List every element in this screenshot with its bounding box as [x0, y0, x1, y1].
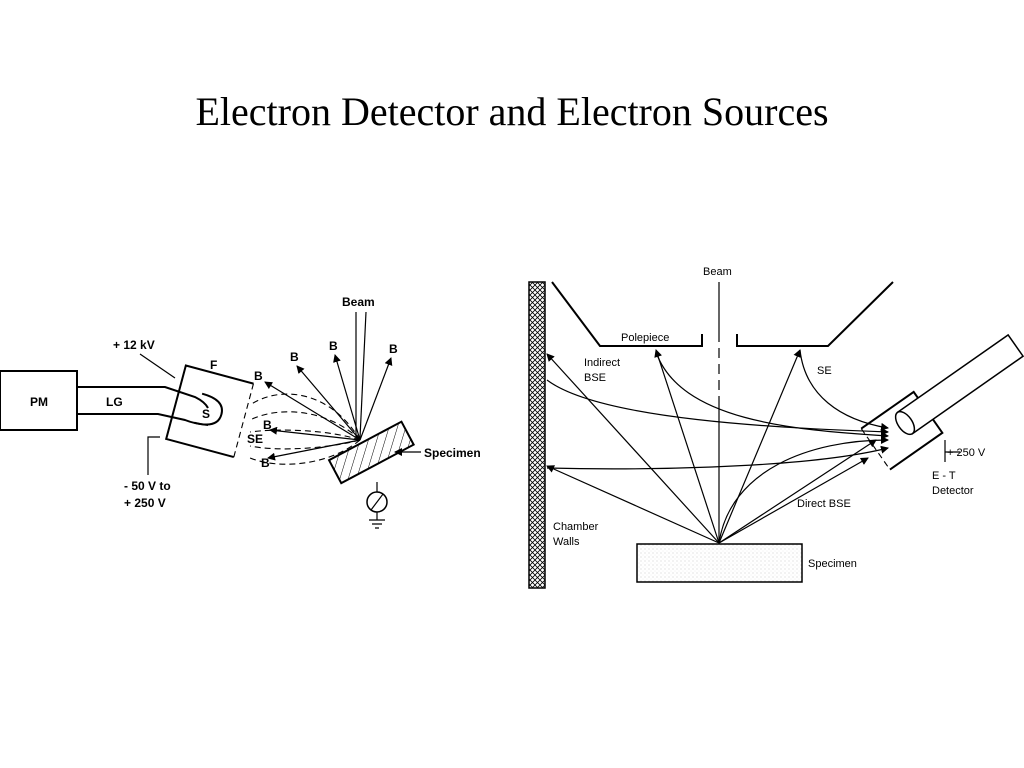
et-voltage-leader [944, 440, 960, 462]
se-path-1 [249, 393, 361, 441]
se-path-5 [249, 439, 361, 465]
se-label: SE [247, 432, 263, 446]
b-label-4: B [254, 369, 263, 383]
indirect-bse-ray-3 [546, 465, 720, 544]
photomultiplier-box [0, 370, 78, 431]
se-curve-2 [655, 351, 889, 440]
et-label-2: Detector [932, 485, 974, 497]
faraday-label: F [210, 358, 217, 372]
voltage-top-leader [139, 353, 176, 379]
b-label-5: B [263, 418, 272, 432]
bse-ray-5 [269, 426, 361, 441]
indirect-bse-ray-2 [654, 349, 720, 544]
bse-ray-2 [333, 354, 361, 441]
left-diagram: PM LG S F + 12 kV - 50 V to + 250 V Beam… [0, 295, 481, 529]
beam-line-2 [359, 311, 367, 439]
et-light-pipe-end [894, 410, 916, 436]
page-title: Electron Detector and Electron Sources [195, 89, 829, 134]
left-specimen-label: Specimen [424, 446, 481, 460]
pm-label: PM [30, 395, 48, 409]
et-label-1: E - T [932, 470, 956, 482]
chamber-wall [528, 281, 546, 589]
right-se-label: SE [817, 365, 832, 377]
indirect-bse-ray-1 [546, 353, 720, 544]
se-curve-5 [718, 436, 889, 544]
et-detector-grid [860, 428, 891, 470]
voltage-top-label: + 12 kV [113, 338, 155, 352]
polepiece-right [736, 281, 894, 347]
se-path-4 [249, 439, 361, 450]
right-specimen-label: Specimen [808, 558, 857, 570]
b-label-3: B [389, 342, 398, 356]
b-label-2: B [329, 339, 338, 353]
se-curve-1 [546, 379, 889, 436]
scintillator-label: S [202, 407, 210, 421]
lg-label: LG [106, 395, 123, 409]
se-path-3 [249, 429, 361, 441]
indirect-bse-label-1: Indirect [584, 357, 620, 369]
faraday-cage [164, 364, 254, 459]
polepiece-label: Polepiece [621, 332, 669, 344]
se-curve-3 [546, 445, 889, 470]
right-diagram: Chamber Walls Polepiece Beam Specimen In… [528, 266, 1024, 589]
beam-label: Beam [342, 295, 375, 309]
se-curve-4 [799, 349, 889, 431]
left-specimen [327, 420, 416, 485]
ammeter-needle [370, 493, 384, 511]
polepiece-left [551, 281, 703, 347]
b-label-1: B [290, 350, 299, 364]
b-label-6: B [261, 456, 270, 470]
scintillator [194, 392, 223, 426]
right-specimen [636, 543, 803, 583]
light-guide [77, 386, 209, 426]
voltage-bottom-label-2: + 250 V [124, 496, 166, 510]
ground-icon [369, 519, 385, 529]
bse-ray-3 [359, 357, 393, 441]
voltage-bottom-label-1: - 50 V to [124, 479, 171, 493]
se-path-2 [249, 411, 361, 441]
direct-bse-ray-2 [718, 457, 869, 544]
direct-bse-ray-1 [718, 439, 877, 544]
indirect-bse-ray-4 [718, 349, 801, 544]
indirect-bse-label-2: BSE [584, 372, 606, 384]
faraday-grid [233, 383, 255, 458]
direct-bse-label: Direct BSE [797, 498, 851, 510]
right-beam-label: Beam [703, 266, 732, 278]
voltage-bottom-leader [147, 436, 160, 475]
et-light-pipe [896, 333, 1024, 435]
chamber-label-2: Walls [553, 536, 580, 548]
bse-ray-1 [296, 365, 361, 441]
chamber-label-1: Chamber [553, 521, 599, 533]
bse-ray-4 [264, 381, 361, 441]
et-voltage-label: + 250 V [947, 447, 986, 459]
